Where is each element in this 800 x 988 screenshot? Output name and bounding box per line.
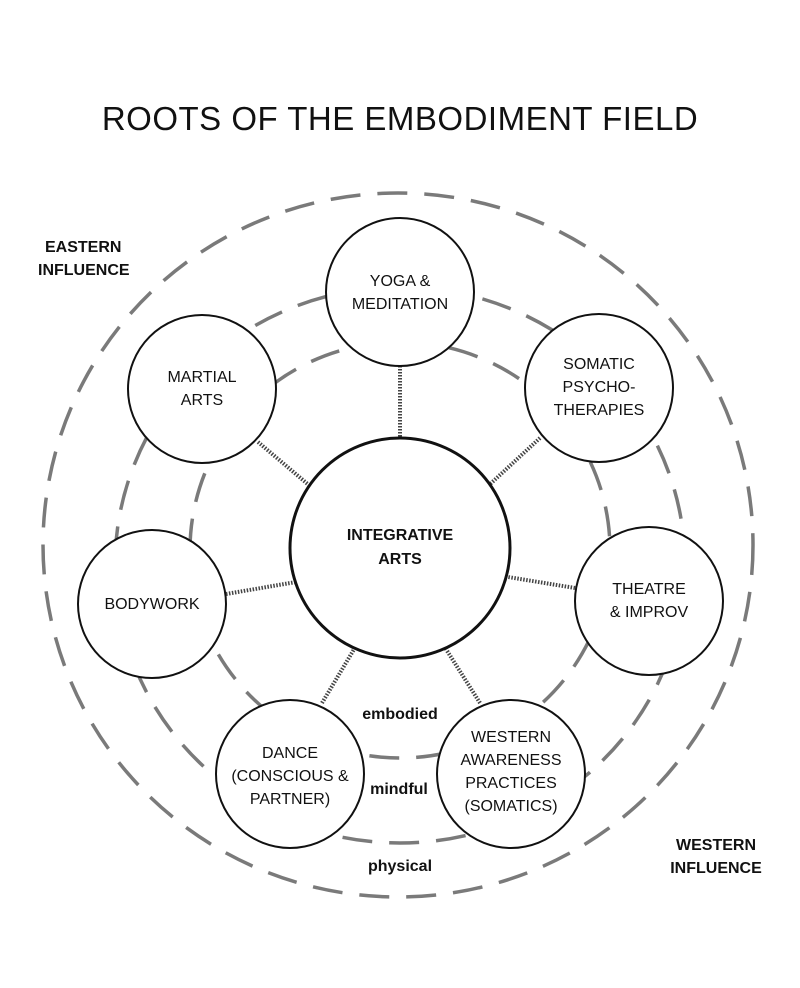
western-influence-line-1: WESTERN — [676, 837, 756, 854]
connector-western-awareness — [442, 644, 482, 705]
node-label-line: YOGA & — [370, 273, 431, 290]
node-label-line: BODYWORK — [104, 596, 199, 613]
eastern-influence-line-1: EASTERN — [45, 239, 121, 256]
center-node: INTEGRATIVE ARTS — [288, 436, 512, 660]
node-somatic: SOMATIC PSYCHO- THERAPIES — [524, 313, 674, 463]
node-circle — [436, 699, 586, 849]
node-western-awareness: WESTERN AWARENESS PRACTICES (SOMATICS) — [436, 699, 586, 849]
ring-label-physical: physical — [368, 858, 432, 875]
center-circle — [288, 436, 512, 660]
eastern-influence-line-2: INFLUENCE — [38, 262, 130, 279]
node-theatre: THEATRE & IMPROV — [574, 526, 724, 676]
node-label-line: (CONSCIOUS & — [231, 768, 349, 785]
center-label-line-2: ARTS — [378, 551, 422, 568]
node-dance: DANCE (CONSCIOUS & PARTNER) — [215, 699, 365, 849]
center-label-line-1: INTEGRATIVE — [347, 527, 454, 544]
node-label-line: ARTS — [181, 392, 223, 409]
node-circle — [325, 217, 475, 367]
western-influence-line-2: INFLUENCE — [670, 860, 762, 877]
node-circle — [574, 526, 724, 676]
node-label-line: MARTIAL — [167, 369, 236, 386]
node-yoga: YOGA & MEDITATION — [325, 217, 475, 367]
connector-somatic — [486, 436, 542, 488]
node-circle — [524, 313, 674, 463]
node-label-line: PARTNER) — [250, 791, 330, 808]
connector-dance — [320, 644, 358, 705]
node-label-line: & IMPROV — [610, 604, 689, 621]
node-circle — [77, 529, 227, 679]
node-label-line: THEATRE — [612, 581, 685, 598]
node-label-line: PRACTICES — [465, 775, 557, 792]
connectors — [225, 366, 576, 705]
ring-label-embodied: embodied — [362, 706, 438, 723]
ring-label-mindful: mindful — [370, 781, 428, 798]
node-label-line: WESTERN — [471, 729, 551, 746]
node-circle — [127, 314, 277, 464]
node-label-line: THERAPIES — [554, 402, 645, 419]
node-label-line: MEDITATION — [352, 296, 448, 313]
node-circle — [215, 699, 365, 849]
node-label-line: PSYCHO- — [563, 379, 636, 396]
node-label-line: DANCE — [262, 745, 318, 762]
ring-physical — [41, 191, 755, 899]
diagram-title: ROOTS OF THE EMBODIMENT FIELD — [102, 100, 698, 137]
node-bodywork: BODYWORK — [77, 529, 227, 679]
connector-theatre — [507, 575, 576, 590]
node-martial: MARTIAL ARTS — [127, 314, 277, 464]
node-label-line: AWARENESS — [460, 752, 561, 769]
node-label-line: SOMATIC — [563, 356, 635, 373]
connector-bodywork — [225, 580, 297, 596]
node-label-line: (SOMATICS) — [464, 798, 557, 815]
connector-martial — [256, 440, 312, 488]
